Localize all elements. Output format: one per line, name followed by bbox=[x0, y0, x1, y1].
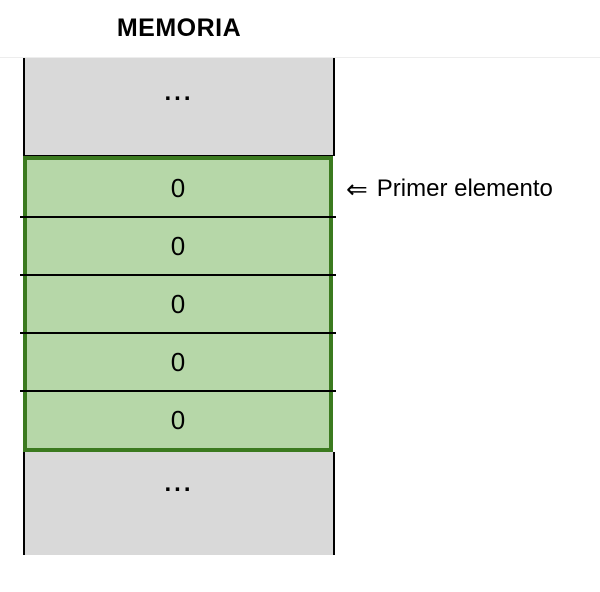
cell-value: 0 bbox=[170, 172, 186, 203]
memory-column: ... 0 0 0 0 0 ... bbox=[20, 58, 336, 555]
diagram-title: MEMORIA bbox=[116, 14, 242, 42]
divider-line bbox=[0, 57, 600, 58]
cell-value: 0 bbox=[170, 404, 186, 435]
cell-value: 0 bbox=[170, 288, 186, 319]
array-block: 0 0 0 0 0 bbox=[20, 156, 336, 452]
memory-region-below: ... bbox=[23, 452, 335, 555]
first-element-label: Primer elemento bbox=[376, 175, 553, 202]
left-double-arrow-icon: ⇐ bbox=[346, 174, 368, 204]
array-cell-4: 0 bbox=[20, 390, 336, 448]
ellipsis-bottom: ... bbox=[164, 469, 194, 497]
cell-value: 0 bbox=[170, 346, 186, 377]
first-element-annotation: ⇐ Primer elemento bbox=[346, 174, 553, 204]
ellipsis-top: ... bbox=[164, 78, 194, 106]
cell-value: 0 bbox=[170, 230, 186, 261]
array-cell-0: 0 bbox=[27, 160, 329, 216]
array-cell-1: 0 bbox=[20, 216, 336, 274]
memory-region-above: ... bbox=[23, 58, 335, 156]
array-cell-2: 0 bbox=[20, 274, 336, 332]
array-cell-3: 0 bbox=[20, 332, 336, 390]
